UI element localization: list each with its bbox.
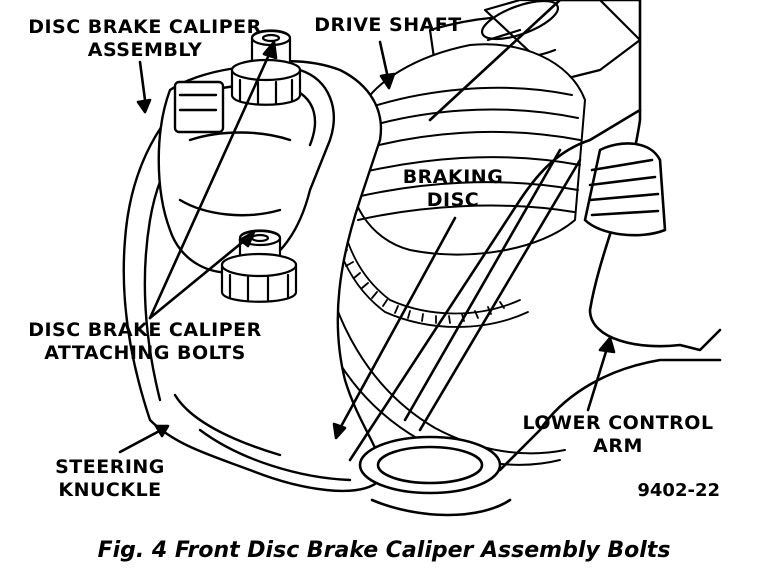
figure-code: 9402-22 bbox=[637, 480, 720, 501]
label-line: ASSEMBLY bbox=[87, 39, 203, 61]
caliper-assembly-drawing bbox=[157, 64, 335, 274]
label-steering-knuckle: STEERING KNUCKLE bbox=[45, 456, 175, 502]
label-line: ATTACHING BOLTS bbox=[44, 342, 246, 364]
figure-caption: Fig. 4 Front Disc Brake Caliper Assembly… bbox=[97, 538, 671, 563]
label-lower-control-arm: LOWER CONTROL ARM bbox=[518, 412, 718, 458]
label-line: LOWER CONTROL bbox=[522, 412, 714, 434]
label-line: ARM bbox=[593, 435, 643, 457]
label-drive-shaft: DRIVE SHAFT bbox=[313, 14, 463, 37]
label-line: DISC BRAKE CALIPER bbox=[28, 16, 262, 38]
leader-lines bbox=[118, 40, 616, 454]
label-braking-disc: BRAKING DISC bbox=[398, 166, 508, 212]
label-line: DISC BRAKE CALIPER bbox=[28, 319, 262, 341]
label-caliper-assembly: DISC BRAKE CALIPER ASSEMBLY bbox=[20, 16, 270, 62]
label-line: DRIVE SHAFT bbox=[314, 14, 462, 36]
label-line: BRAKING bbox=[402, 166, 504, 188]
label-line: KNUCKLE bbox=[58, 479, 162, 501]
label-line: STEERING bbox=[55, 456, 165, 478]
label-attaching-bolts: DISC BRAKE CALIPER ATTACHING BOLTS bbox=[20, 319, 270, 365]
lower-control-arm-drawing bbox=[348, 0, 722, 517]
label-line: DISC bbox=[426, 189, 480, 211]
